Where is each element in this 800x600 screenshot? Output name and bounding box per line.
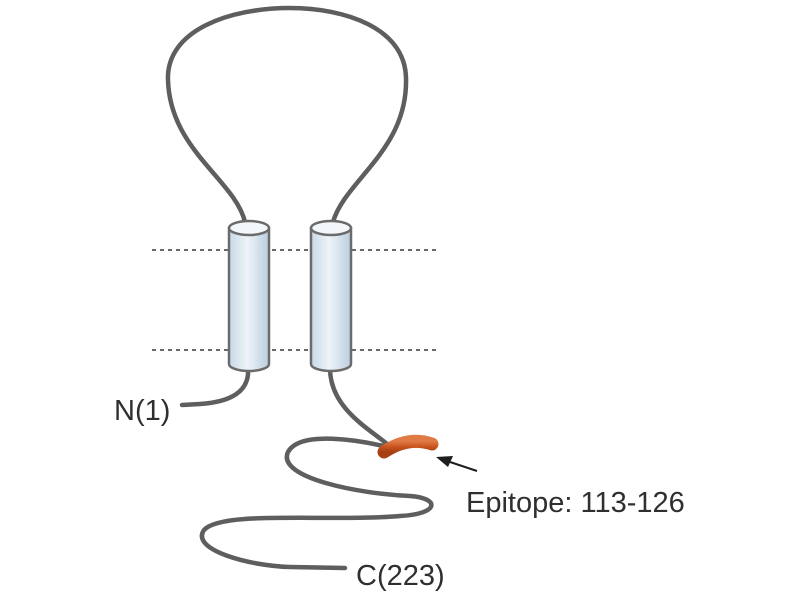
c-terminus-label: C(223) bbox=[356, 560, 445, 592]
transmembrane-helix-1 bbox=[227, 219, 271, 373]
extracellular-loop bbox=[165, 5, 409, 225]
n-terminus-label: N(1) bbox=[114, 395, 170, 427]
transmembrane-helix-2 bbox=[309, 219, 353, 373]
epitope-arrow bbox=[436, 456, 478, 472]
epitope-label: Epitope: 113-126 bbox=[466, 487, 685, 519]
n-terminal-tail bbox=[179, 365, 251, 408]
epitope-segment bbox=[377, 434, 439, 459]
c-terminal-tail bbox=[199, 365, 434, 571]
